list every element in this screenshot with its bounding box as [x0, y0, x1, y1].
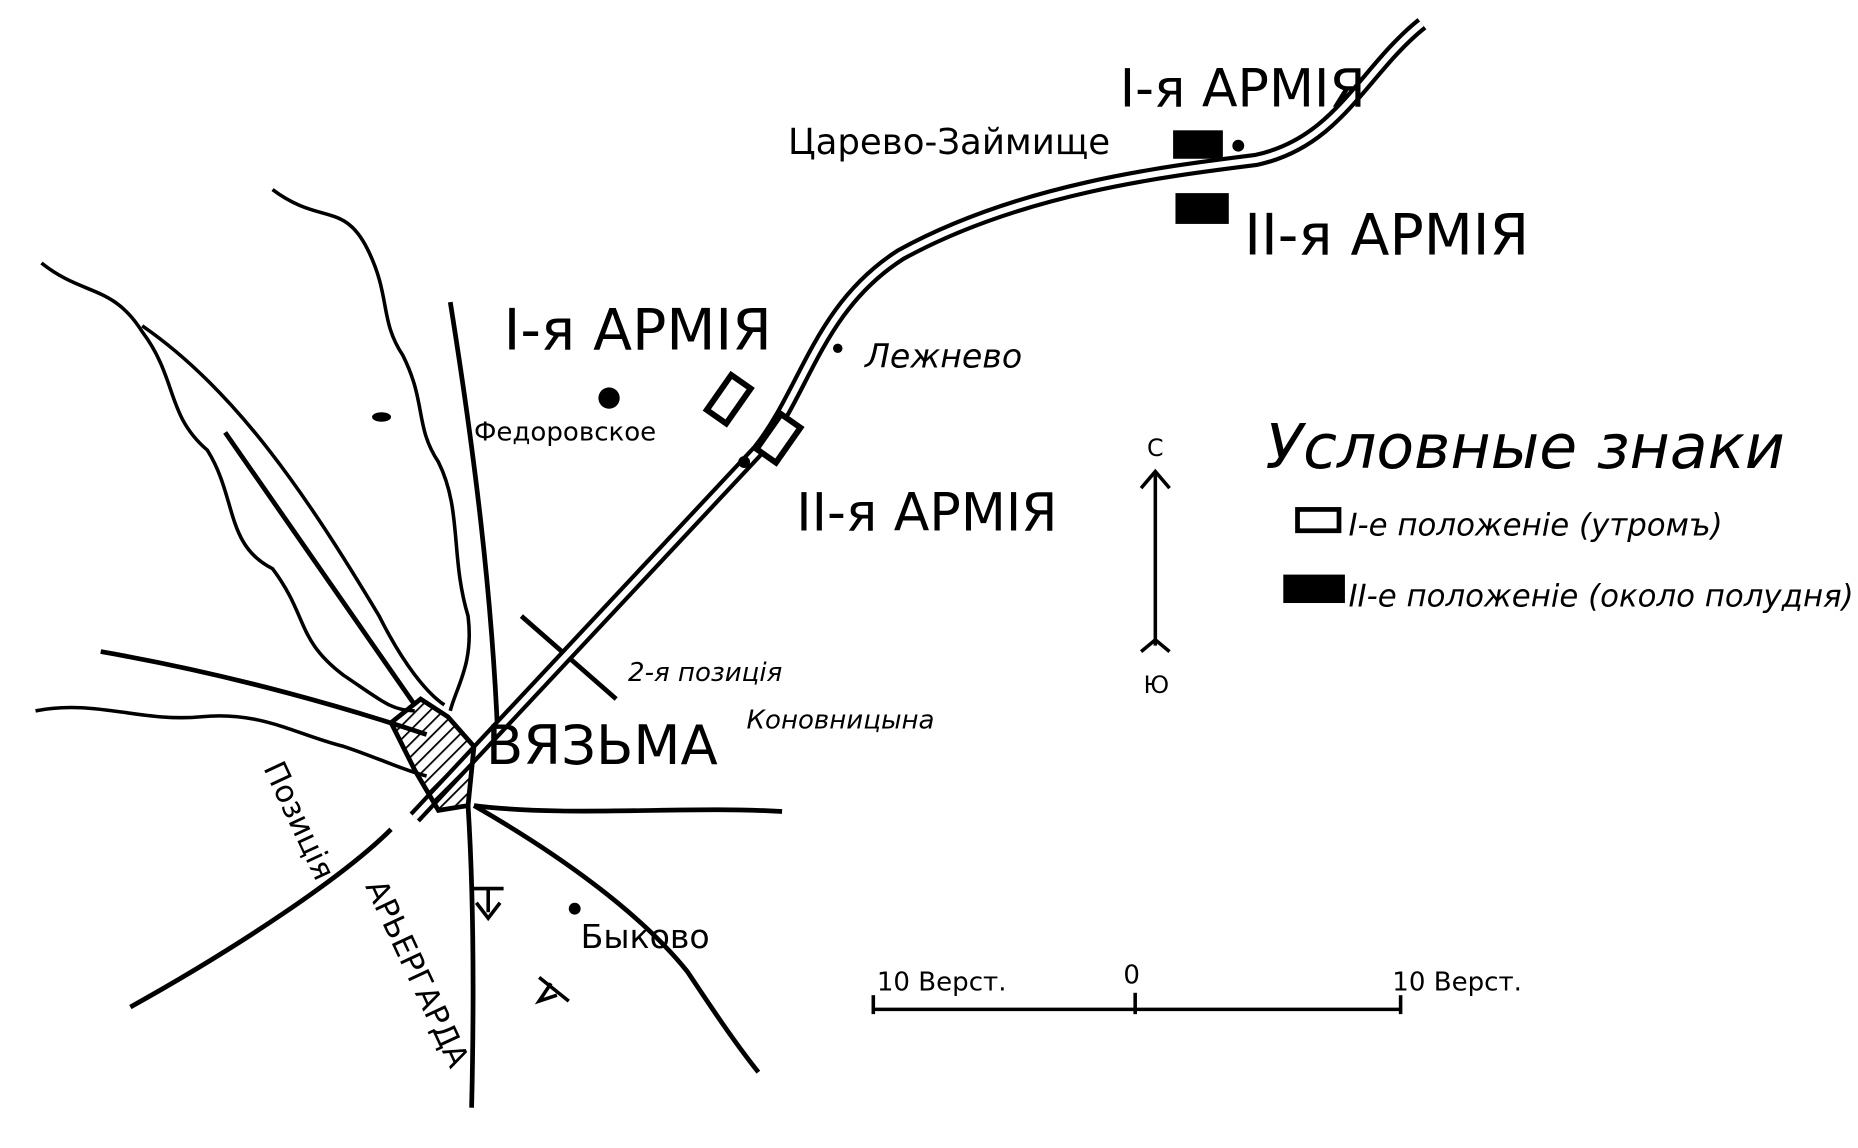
place-lezhnevo: Лежнево	[864, 336, 1022, 375]
konovnitsyn-position-line2: Коновницына	[747, 706, 935, 736]
legend-symbol-noon	[1283, 574, 1345, 604]
place-bykovo: Быково	[581, 917, 710, 956]
compass: С Ю	[1139, 434, 1171, 699]
army-label-second-noon: II-я АРМІЯ	[1244, 203, 1529, 269]
army-label-first-noon: I-я АРМІЯ	[1120, 60, 1366, 120]
compass-north: С	[1147, 434, 1164, 462]
road	[472, 803, 761, 1074]
scale-left-label: 10 Верст.	[877, 967, 1007, 997]
army-marker-morning	[702, 370, 755, 428]
legend-item-noon: II-е положеніе (около полудня)	[1348, 579, 1853, 615]
compass-south: Ю	[1143, 671, 1169, 699]
army-marker-noon	[1175, 193, 1229, 224]
road	[473, 803, 783, 814]
konovnitsyn-position-line1: 2-я позиція	[628, 658, 782, 688]
place-vyazma: ВЯЗЬМА	[486, 713, 718, 777]
legend-item-morning: I-е положеніе (утромъ)	[1348, 507, 1722, 543]
road	[465, 805, 476, 1108]
river	[35, 705, 428, 778]
scale-right-label: 10 Верст.	[1392, 967, 1522, 997]
river	[141, 324, 446, 707]
rearguard-position-line1: Позиція	[256, 756, 342, 886]
road	[223, 431, 417, 707]
army-marker-noon	[1173, 130, 1223, 159]
army-marker-morning	[752, 409, 805, 467]
scale-bar: 10 Верст. 0 10 Верст.	[871, 960, 1522, 1015]
place-tsarevo-zaimishche: Царево-Займище	[788, 122, 1110, 163]
rearguard-position-line2: АРЬЕРГАРДА	[358, 874, 476, 1073]
army-label-second-morning: II-я АРМІЯ	[796, 484, 1057, 544]
river	[271, 188, 471, 712]
road	[447, 301, 501, 735]
legend: Условные знаки I-е положеніе (утромъ) II…	[1266, 411, 1854, 615]
legend-title: Условные знаки	[1266, 411, 1785, 483]
place-fedorovskoe: Федоровское	[474, 418, 656, 448]
army-label-first-morning: I-я АРМІЯ	[504, 297, 772, 363]
vyazma-town	[388, 696, 477, 813]
road	[129, 827, 393, 1010]
scale-center-label: 0	[1123, 960, 1140, 990]
legend-symbol-morning	[1295, 507, 1342, 534]
river	[40, 261, 415, 713]
